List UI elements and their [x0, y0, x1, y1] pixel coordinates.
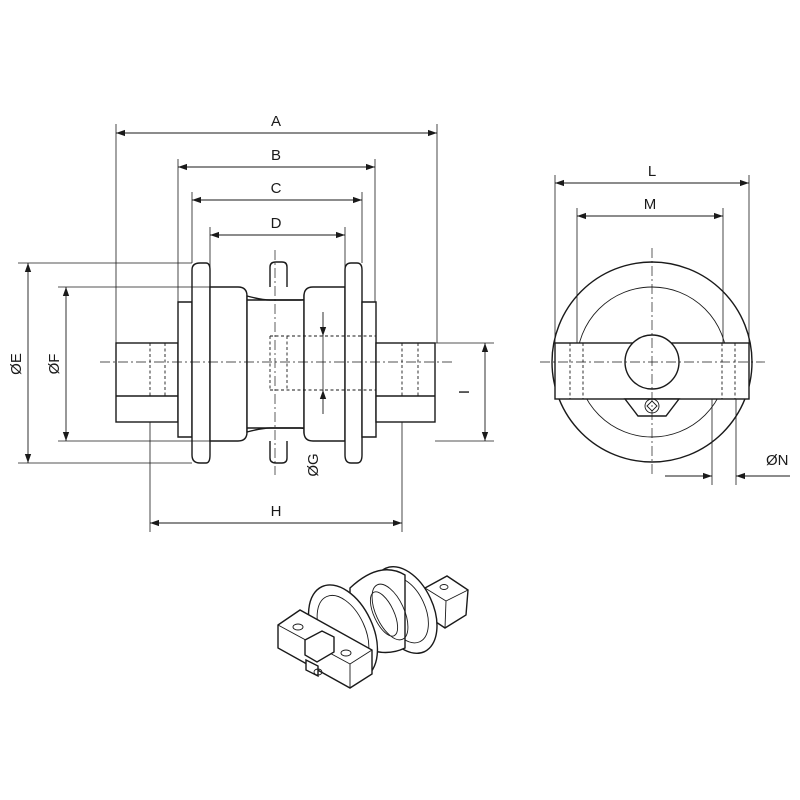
right-shaft-block [375, 342, 436, 423]
iso-left-hole-2 [340, 649, 352, 657]
right-hub [361, 301, 377, 438]
front-view [100, 250, 455, 475]
dimension-D-label: D [271, 215, 282, 232]
left-hub [177, 301, 193, 438]
dimension-B-label: B [271, 147, 281, 164]
center-tread [246, 294, 307, 434]
iso-lug [305, 658, 319, 678]
right-collar [303, 286, 346, 442]
iso-right-hole [439, 584, 449, 590]
dimension-N-label: ØN [766, 452, 789, 469]
isometric-view [277, 565, 469, 689]
lug [623, 398, 681, 417]
left-flange [191, 262, 211, 464]
dimension-E-label: ØE [8, 353, 25, 375]
dimension-A-label: A [271, 113, 281, 130]
side-view [540, 248, 765, 476]
dimension-L-label: L [648, 163, 656, 180]
iso-left-hole-1 [292, 623, 304, 631]
dimension-H-label: H [271, 503, 282, 520]
right-flange [344, 262, 363, 464]
dimension-M-label: M [644, 196, 657, 213]
left-collar [209, 286, 248, 442]
iso-shaft-end [304, 630, 335, 663]
dimension-G-label: ØG [305, 453, 322, 476]
dimension-I-label: I [456, 390, 473, 394]
dimension-F-label: ØF [46, 354, 63, 375]
dimension-C-label: C [271, 180, 282, 197]
front-dimensions: A B C D ØE ØF ØG H I [8, 113, 489, 527]
left-shaft-block [115, 342, 179, 423]
side-dimensions: L M ØN [554, 163, 790, 485]
